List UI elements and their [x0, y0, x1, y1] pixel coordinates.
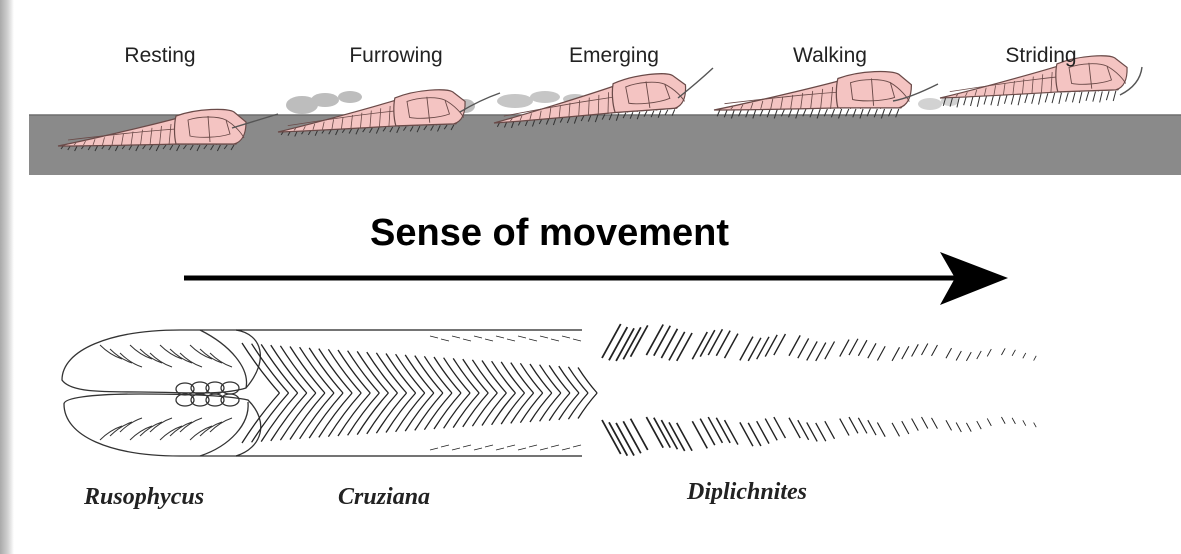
- trace-label-cruziana: Cruziana: [338, 484, 430, 511]
- stage-label-striding: Striding: [1005, 44, 1076, 68]
- trace-fossil-drawing: [62, 324, 1036, 456]
- cruziana-trace: [236, 330, 597, 456]
- trace-label-diplichnites: Diplichnites: [687, 479, 807, 506]
- stage-label-furrowing: Furrowing: [349, 44, 442, 68]
- trilobite-walking: [714, 72, 938, 119]
- stage-label-walking: Walking: [793, 44, 867, 68]
- trace-label-rusophycus: Rusophycus: [84, 484, 204, 511]
- stage-label-resting: Resting: [124, 44, 195, 68]
- diplichnites-trace: [602, 324, 1036, 456]
- movement-direction-title: Sense of movement: [370, 212, 729, 255]
- stage-label-emerging: Emerging: [569, 44, 659, 68]
- rusophycus-trace: [62, 330, 261, 456]
